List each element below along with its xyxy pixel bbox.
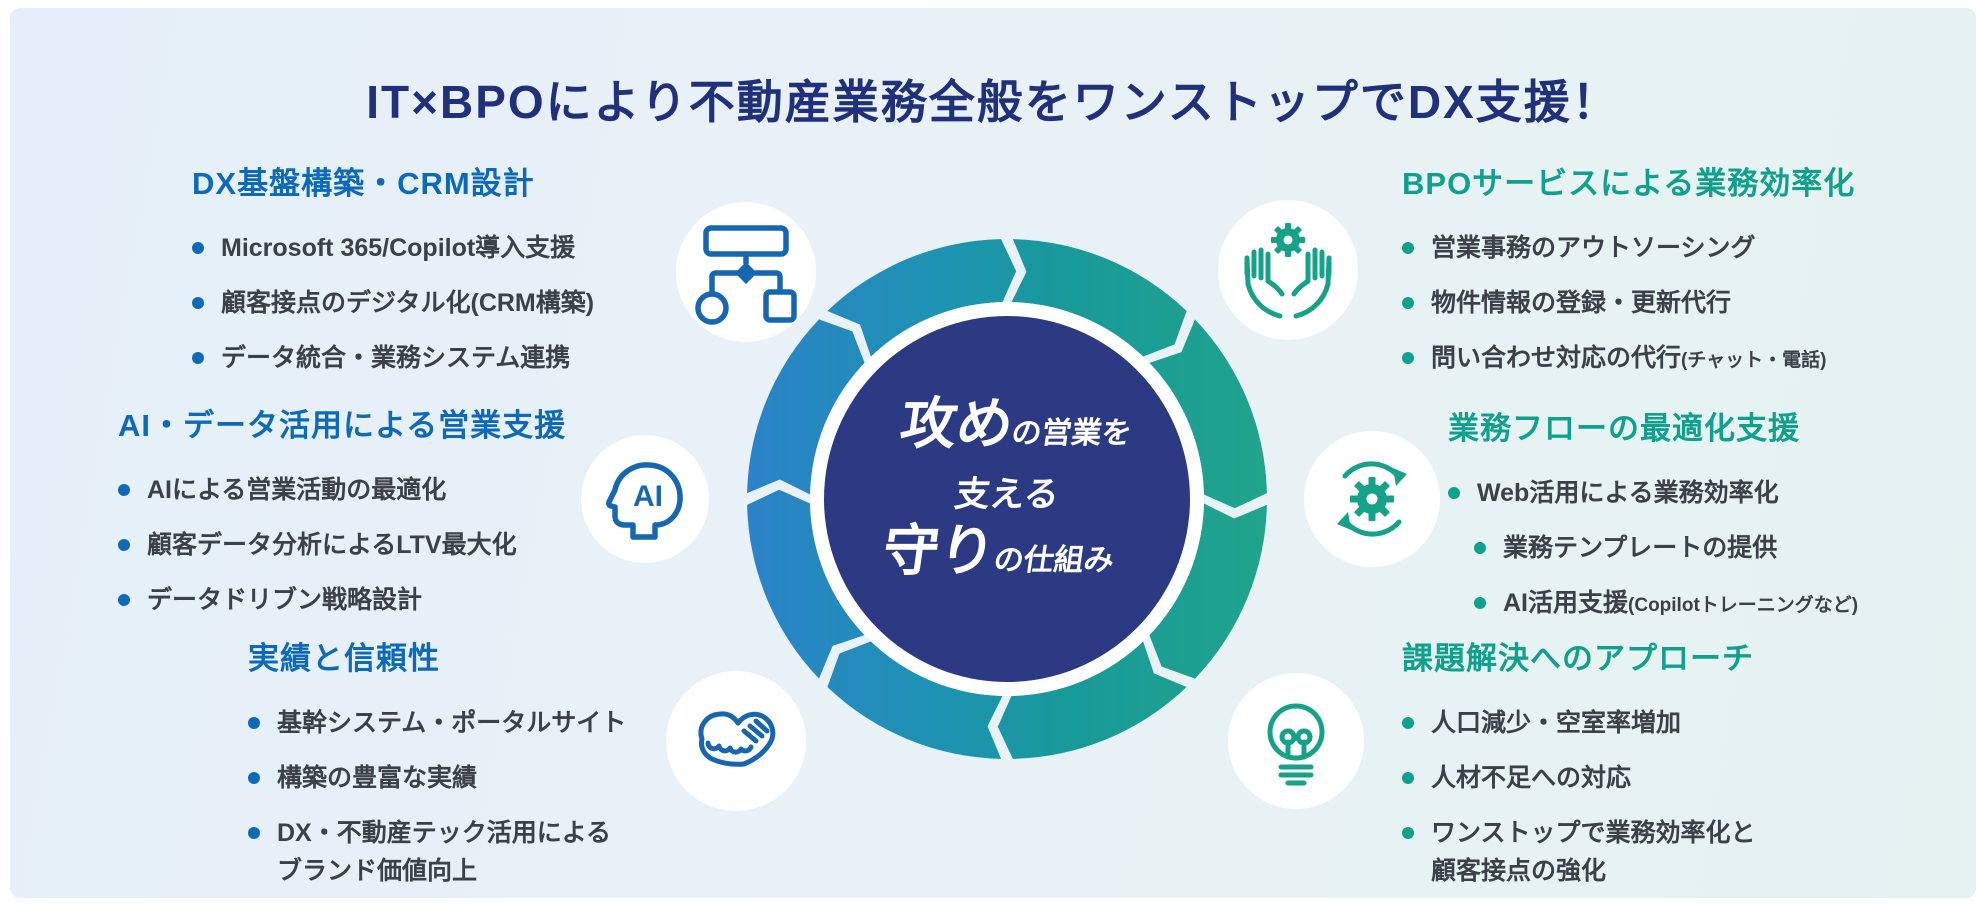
- section-heading: DX基盤構築・CRM設計: [192, 166, 535, 201]
- list-item: DX・不動産テック活用によるブランド価値向上: [248, 816, 626, 888]
- bullet-dot-icon: [192, 242, 204, 254]
- list-item: 業務テンプレートの提供: [1448, 531, 1858, 565]
- list-item: ワンストップで業務効率化と顧客接点の強化: [1402, 816, 1756, 888]
- cycle-ring: [747, 239, 1267, 759]
- bullet-dot-icon: [1402, 717, 1414, 729]
- section-problem-solving: 課題解決へのアプローチ 人口減少・空室率増加 人材不足への対応 ワンストップで業…: [1402, 633, 1756, 909]
- bullet-dot-icon: [1474, 542, 1486, 554]
- bullet-dot-icon: [1402, 827, 1414, 839]
- list-item: Microsoft 365/Copilot導入支援: [192, 231, 594, 265]
- flowchart-icon: [676, 202, 816, 342]
- bullet-dot-icon: [1448, 487, 1460, 499]
- cycle-segment: [827, 641, 1003, 759]
- svg-text:AI: AI: [633, 480, 663, 513]
- bullet-dot-icon: [1402, 772, 1414, 784]
- cycle-segment: [747, 319, 865, 495]
- bullet-dot-icon: [1402, 352, 1414, 364]
- bullet-dot-icon: [118, 484, 130, 496]
- section-heading: AI・データ活用による営業支援: [118, 408, 567, 443]
- handshake-icon: [666, 671, 806, 811]
- list-item: 問い合わせ対応の代行(チャット・電話): [1402, 341, 1855, 375]
- section-bpo-service: BPOサービスによる業務効率化 営業事務のアウトソーシング 物件情報の登録・更新…: [1402, 158, 1855, 396]
- list-item: データ統合・業務システム連携: [192, 341, 594, 375]
- list-item: 顧客接点のデジタル化(CRM構築): [192, 286, 594, 320]
- section-workflow: 業務フローの最適化支援 Web活用による業務効率化 業務テンプレートの提供 AI…: [1448, 403, 1858, 641]
- list-item: 営業事務のアウトソーシング: [1402, 231, 1855, 265]
- list-item: Web活用による業務効率化: [1448, 476, 1858, 510]
- bullet-dot-icon: [248, 827, 260, 839]
- bullet-dot-icon: [118, 539, 130, 551]
- section-ai-sales: AI・データ活用による営業支援 AIによる営業活動の最適化 顧客データ分析による…: [118, 400, 566, 638]
- section-heading: 課題解決へのアプローチ: [1402, 641, 1754, 676]
- cycle-segment: [1149, 319, 1267, 509]
- lightbulb-icon: [1228, 673, 1364, 809]
- list-item: 人材不足への対応: [1402, 761, 1756, 795]
- list-item: データドリブン戦略設計: [118, 583, 566, 617]
- center-line-1: 攻めの営業を: [896, 392, 1134, 455]
- section-dx-crm: DX基盤構築・CRM設計 Microsoft 365/Copilot導入支援 顧…: [192, 158, 594, 396]
- ai-head-icon: AI: [581, 435, 709, 563]
- bullet-dot-icon: [192, 352, 204, 364]
- page-title: IT×BPOにより不動産業務全般をワンストップでDX支援！: [366, 76, 1620, 128]
- sync-gear-icon: [1304, 431, 1440, 567]
- section-heading: 業務フローの最適化支援: [1448, 411, 1800, 446]
- cycle-segment: [747, 489, 865, 679]
- cycle-segment: [1149, 503, 1267, 679]
- bullet-dot-icon: [1402, 297, 1414, 309]
- bullet-dot-icon: [1402, 242, 1414, 254]
- list-item: 人口減少・空室率増加: [1402, 706, 1756, 740]
- section-track-record: 実績と信頼性 基幹システム・ポータルサイト 構築の豊富な実績 DX・不動産テック…: [248, 633, 626, 909]
- center-line-3: 守りの仕組み: [878, 519, 1117, 582]
- list-item: AI活用支援(Copilotトレーニングなど): [1448, 586, 1858, 620]
- list-item: AIによる営業活動の最適化: [118, 473, 566, 507]
- cycle-segment: [827, 239, 1017, 357]
- center-message: 攻めの営業を 支える 守りの仕組み: [813, 392, 1201, 596]
- cycle-segment: [997, 641, 1187, 759]
- hands-gear-icon: [1218, 200, 1358, 340]
- list-item: 構築の豊富な実績: [248, 761, 626, 795]
- bullet-dot-icon: [118, 594, 130, 606]
- list-item: 物件情報の登録・更新代行: [1402, 286, 1855, 320]
- bullet-dot-icon: [192, 297, 204, 309]
- center-circle: [824, 316, 1190, 682]
- list-item: 顧客データ分析によるLTV最大化: [118, 528, 566, 562]
- bullet-dot-icon: [1474, 597, 1486, 609]
- center-line-2: 支える: [952, 475, 1062, 514]
- bullet-dot-icon: [248, 717, 260, 729]
- bullet-dot-icon: [248, 772, 260, 784]
- section-heading: BPOサービスによる業務効率化: [1402, 166, 1856, 201]
- section-heading: 実績と信頼性: [248, 641, 440, 676]
- cycle-segment: [1011, 239, 1187, 357]
- list-item: 基幹システム・ポータルサイト: [248, 706, 626, 740]
